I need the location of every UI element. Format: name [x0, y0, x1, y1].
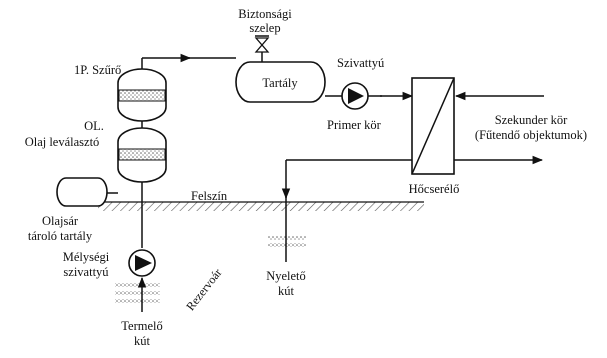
- injection-pipe: [281, 159, 412, 262]
- production-well-label-1: Termelő: [121, 319, 162, 333]
- pump-label: Szivattyú: [337, 56, 385, 70]
- oil-tank-label-2: tároló tartály: [28, 229, 93, 243]
- deep-pump-label-2: szivattyú: [63, 265, 109, 279]
- filter-icon: [117, 68, 167, 122]
- circulation-pump-icon: [341, 82, 369, 110]
- heat-exchanger-icon: [411, 77, 455, 175]
- heat-exchanger-label: Hőcserélő: [409, 182, 460, 196]
- ground-surface: [98, 201, 424, 211]
- tank-label: Tartály: [262, 76, 298, 90]
- deep-pump-label-1: Mélységi: [63, 250, 110, 264]
- injection-well-label-2: kút: [278, 284, 295, 298]
- safety-valve-label-1: Biztonsági: [238, 7, 292, 21]
- surface-label: Felszín: [191, 189, 228, 203]
- secondary-circuit-label-1: Szekunder kör: [495, 113, 568, 127]
- oil-tank-label-1: Olajsár: [42, 214, 79, 228]
- production-well-label-2: kút: [134, 334, 151, 348]
- safety-valve-icon: [254, 35, 270, 62]
- tank-icon: [235, 61, 326, 103]
- reservoir-layers: [115, 236, 306, 303]
- separator-label-1: OL.: [84, 119, 104, 133]
- safety-valve-label-2: szelep: [249, 21, 280, 35]
- oil-sludge-tank-icon: [56, 177, 118, 207]
- reservoir-label: Rezervoár: [183, 266, 224, 313]
- deep-well-pump-icon: [128, 249, 156, 277]
- separator-label-2: Olaj leválasztó: [25, 135, 100, 149]
- oil-separator-icon: [117, 127, 167, 183]
- primary-circuit-label: Primer kör: [327, 118, 382, 132]
- secondary-circuit-label-2: (Fűtendő objektumok): [475, 128, 587, 142]
- injection-well-label-1: Nyelető: [266, 269, 306, 283]
- secondary-circuit-pipes: [454, 91, 544, 165]
- labels: Biztonsági szelep 1P. Szűrő Tartály Sziv…: [25, 7, 587, 348]
- filter-tank-pipe: [141, 53, 236, 69]
- filter-label: 1P. Szűrő: [74, 63, 121, 77]
